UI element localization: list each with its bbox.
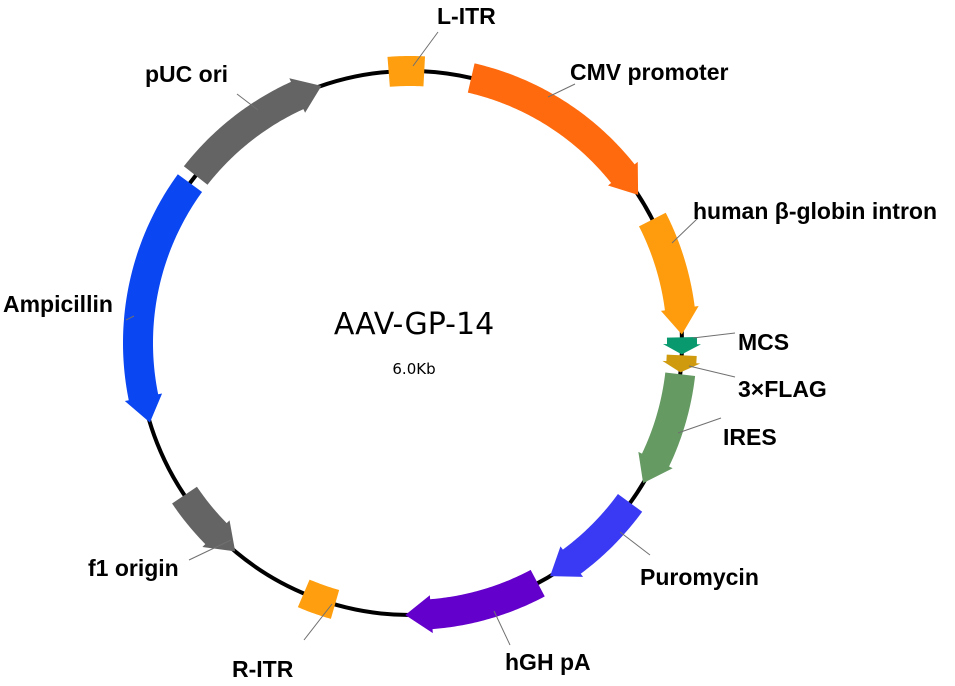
label-puc-ori: pUC ori [145, 61, 228, 87]
leader-ires [677, 417, 722, 434]
label-3xflag: 3×FLAG [738, 376, 827, 402]
feature-hgh-pa-arrow [405, 569, 545, 634]
leader-human-beta-globin-intron [671, 217, 699, 244]
feature-l-itr-box [387, 56, 426, 87]
feature-ires-arrow [638, 372, 696, 484]
feature-cmv-promoter-arrow [467, 63, 639, 195]
leader-r-itr [303, 603, 333, 641]
leader-cmv-promoter [547, 83, 576, 98]
feature-human-beta-globin-intron-arrow [638, 212, 699, 335]
leader-puc-ori [236, 93, 259, 111]
label-mcs: MCS [738, 329, 789, 355]
leader-f1-origin [188, 539, 232, 561]
feature-r-itr-box [297, 579, 340, 619]
plasmid-name: AAV-GP-14 [334, 307, 494, 342]
label-ampicillin: Ampicillin [3, 291, 113, 317]
leader-hgh-pa [493, 610, 511, 646]
label-cmv-promoter: CMV promoter [570, 59, 729, 85]
feature-f1-origin-arrow [172, 486, 236, 552]
label-puromycin: Puromycin [640, 564, 759, 590]
leader-l-itr [412, 31, 439, 67]
label-ires: IRES [723, 424, 777, 450]
leader-puromycin [619, 531, 651, 556]
leader-mcs [692, 332, 736, 339]
feature-mcs-arrow [663, 336, 701, 355]
feature-puromycin-arrow [550, 494, 643, 577]
leader-ampicillin [125, 315, 135, 321]
plasmid-size: 6.0Kb [392, 360, 435, 378]
feature-3xflag-arrow [662, 354, 701, 373]
label-r-itr: R-ITR [232, 656, 294, 682]
label-human-beta-globin-intron: human β-globin intron [693, 198, 937, 224]
label-hgh-pa: hGH pA [505, 649, 591, 675]
feature-ampicillin-arrow [123, 174, 203, 423]
leader-3xflag [688, 365, 736, 378]
feature-puc-ori-arrow [183, 78, 322, 185]
label-f1-origin: f1 origin [88, 555, 179, 581]
label-l-itr: L-ITR [437, 3, 496, 29]
